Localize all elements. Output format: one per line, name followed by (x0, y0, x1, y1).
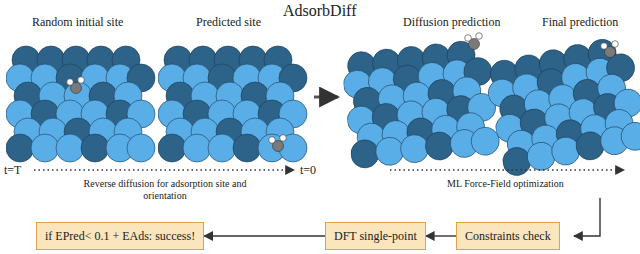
process-box: if EPred< 0.1 + EAds: success! (36, 222, 204, 250)
time-label: t=0 (300, 163, 316, 177)
panel-label: Predicted site (196, 15, 261, 29)
adsorbate (465, 33, 483, 50)
adsorbate (269, 135, 287, 152)
box-text: DFT single-point (334, 229, 417, 243)
process-box: Constraints check (456, 222, 560, 250)
flow-arrow (574, 198, 600, 236)
adsorbate (601, 41, 619, 58)
adsorbate (67, 77, 85, 94)
slab (482, 34, 640, 178)
slab (158, 46, 307, 162)
time-label: t=T (4, 163, 21, 177)
slab (6, 46, 155, 162)
panel-label: Final prediction (542, 15, 618, 29)
flow-arrow (426, 235, 456, 236)
step-arrow (314, 96, 338, 99)
diagram-title: AdsorbDiff (283, 2, 356, 20)
step-note: Reverse diffusion for adsorption site an… (70, 178, 260, 202)
dotted-arrow (390, 169, 624, 170)
step-note: ML Force-Field optimization (447, 178, 564, 190)
box-text: Constraints check (465, 229, 551, 243)
process-box: DFT single-point (325, 222, 426, 250)
dotted-arrow (34, 169, 294, 170)
flow-arrow (204, 235, 325, 236)
slab (340, 38, 500, 169)
panel-label: Random initial site (32, 15, 123, 29)
box-text: if EPred< 0.1 + EAds: success! (45, 229, 195, 243)
panel-label: Diffusion prediction (403, 15, 500, 29)
